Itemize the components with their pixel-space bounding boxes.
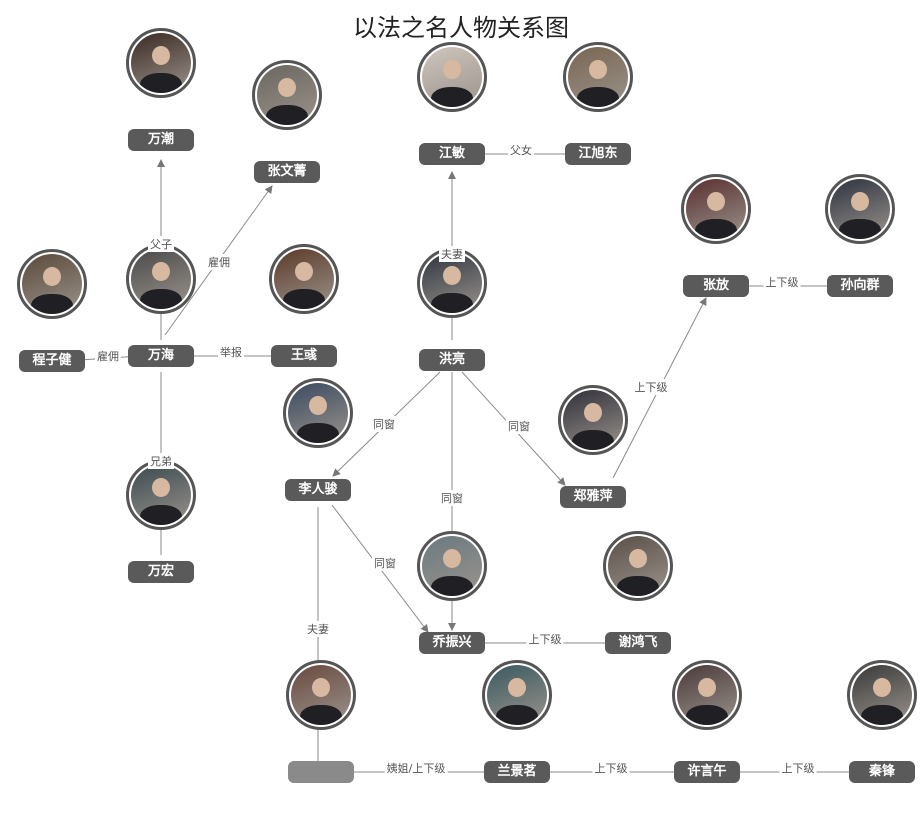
name-label-unnamed [288,761,354,783]
avatar-wanchao [126,28,196,98]
avatar-sunxiangqun [825,174,895,244]
relation-label-classmate_hong_qiao: 同窗 [439,490,465,506]
avatar-lanjingming [482,660,552,730]
relation-label-report: 举报 [218,344,244,360]
name-label-hongliang: 洪亮 [419,349,485,371]
name-label-wanhai: 万海 [128,345,194,367]
relation-label-superior_zhang_sun: 上下级 [763,274,801,290]
relation-label-classmate_li_qiao: 同窗 [372,555,398,571]
name-label-zhangfang: 张放 [683,275,749,297]
relation-label-superior_qiao_xie: 上下级 [526,631,564,647]
name-label-jiangxudong: 江旭东 [565,143,631,165]
avatar-wanhai [126,244,196,314]
avatar-unnamed [286,660,356,730]
name-label-jiangmin: 江敏 [419,143,485,165]
relation-label-inlaw_superior: 姨姐/上下级 [384,760,448,776]
avatar-xiehongfei [603,531,673,601]
name-label-qiaozhenxing: 乔振兴 [419,632,485,654]
relation-label-employ_2: 雇佣 [95,348,121,364]
avatar-qinfeng [847,660,917,730]
name-label-zhangwenjing: 张文菁 [254,161,320,183]
avatar-chengzijian [17,249,87,319]
relation-label-father_son: 父子 [148,236,174,252]
avatar-jiangxudong [563,42,633,112]
avatar-wangyu [269,244,339,314]
name-label-xuyanwu: 许言午 [674,761,740,783]
avatar-hongliang [417,248,487,318]
avatar-jiangmin [417,42,487,112]
name-label-lanjingming: 兰景茗 [484,761,550,783]
name-label-xiehongfei: 谢鸿飞 [605,632,671,654]
relation-label-superior_xu_qin: 上下级 [779,760,817,776]
relation-label-employ_1: 雇佣 [206,254,232,270]
diagram-title: 以法之名人物关系图 [353,14,569,42]
relation-label-brothers: 兄弟 [148,453,174,469]
name-label-wanchao: 万潮 [128,129,194,151]
name-label-qinfeng: 秦锋 [849,761,915,783]
avatar-zhengyaping [558,385,628,455]
relation-label-classmate_hong_zheng: 同窗 [506,418,532,434]
avatar-zhangfang [681,174,751,244]
relation-label-classmate_hong_li: 同窗 [371,416,397,432]
relation-label-father_daughter: 父女 [508,142,534,158]
avatar-qiaozhenxing [417,531,487,601]
relation-label-superior_lan_xu: 上下级 [592,760,630,776]
name-label-zhengyaping: 郑雅萍 [560,486,626,508]
relation-label-spouse_li: 夫妻 [305,621,331,637]
name-label-lirenjun: 李人骏 [285,479,351,501]
avatar-zhangwenjing [252,60,322,130]
name-label-chengzijian: 程子健 [19,350,85,372]
avatar-lirenjun [283,378,353,448]
name-label-sunxiangqun: 孙向群 [827,275,893,297]
name-label-wangyu: 王彧 [271,345,337,367]
name-label-wanhong: 万宏 [128,561,194,583]
relation-label-spouse_hong_jiang: 夫妻 [439,246,465,262]
avatar-wanhong [126,460,196,530]
avatar-xuyanwu [672,660,742,730]
relation-label-superior_zheng_zhang: 上下级 [632,379,670,395]
